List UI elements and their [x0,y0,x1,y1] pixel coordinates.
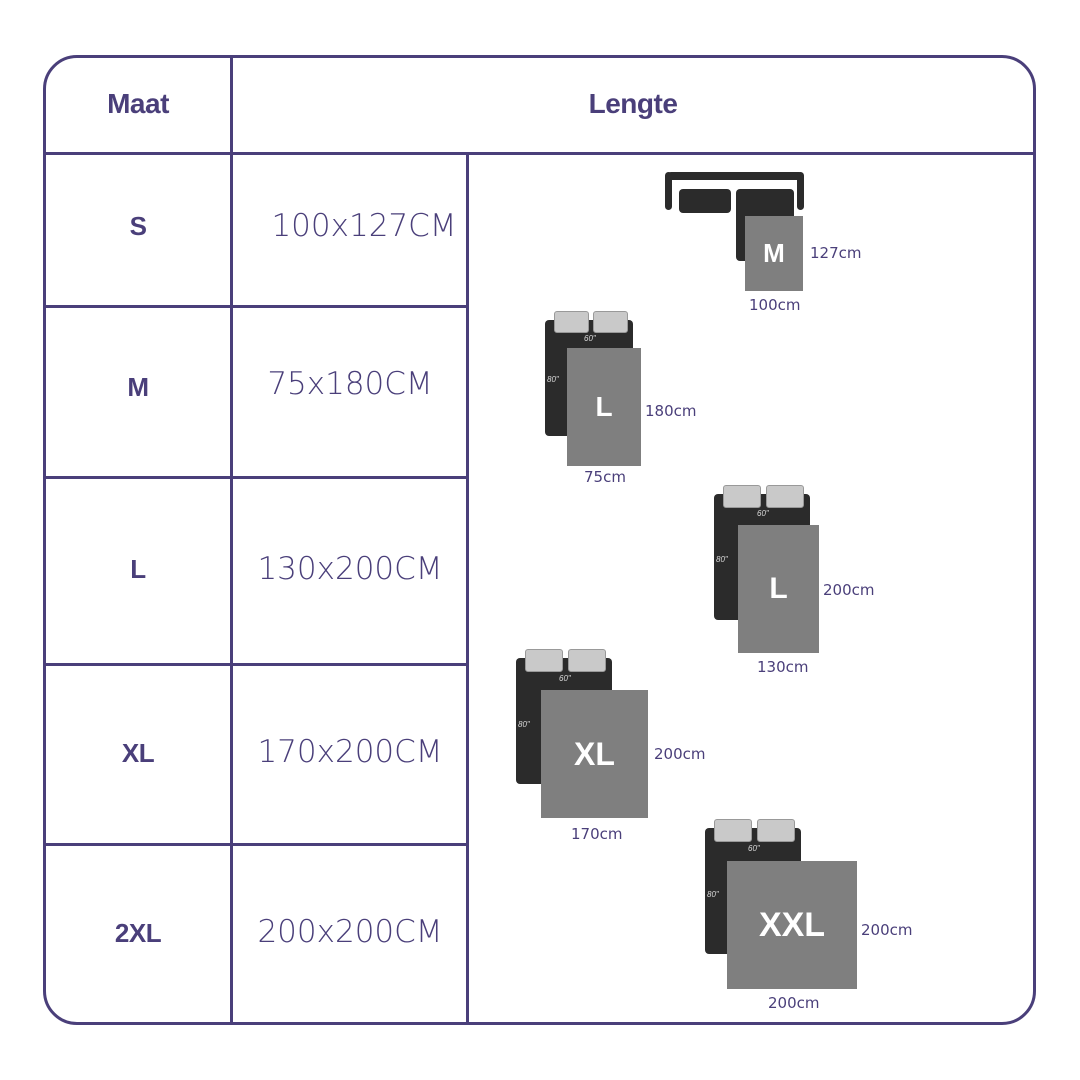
pillow-icon [757,819,795,842]
rug-l: L [738,525,819,653]
rug-l-small: L [567,348,641,466]
pillow-icon [714,819,752,842]
row-dims-xl: 170x200CM [257,734,443,770]
pillow-icon [593,311,628,333]
sofa-back-icon [667,172,803,180]
rug-l-length: 200cm [823,581,875,599]
row-divider-1 [46,305,469,308]
bed-width-label: 60" [584,334,596,343]
bed-width-label: 60" [757,509,769,518]
pillow-icon [568,649,606,672]
bed-length-label: 80" [547,375,559,384]
pillow-icon [525,649,563,672]
rug-l-width: 130cm [757,658,809,676]
rug-xxl-width: 200cm [768,994,820,1012]
rug-m-length: 127cm [810,244,862,262]
bed-length-label: 80" [518,720,530,729]
rug-xl: XL [541,690,648,818]
rug-xxl-length: 200cm [861,921,913,939]
size-chart-table: Maat Lengte S 100x127CM M 75x180CM L 130… [43,55,1036,1025]
pillow-icon [766,485,804,508]
row-size-l: L [130,554,146,584]
rug-l-small-length: 180cm [645,402,697,420]
row-dims-2xl: 200x200CM [257,914,443,950]
rug-xxl: XXL [727,861,857,989]
row-dims-s: 100x127CM [271,208,457,244]
row-size-xl: XL [121,738,155,768]
header-divider [46,152,1033,155]
row-divider-2 [46,476,469,479]
rug-m-width: 100cm [749,296,801,314]
col-divider-1 [230,58,233,1022]
rug-m: M [745,216,803,291]
pillow-icon [723,485,761,508]
row-dims-m: 75x180CM [267,366,433,402]
row-size-s: S [129,211,147,241]
bed-length-label: 80" [716,555,728,564]
bed-length-label: 80" [707,890,719,899]
header-size: Maat [107,88,169,119]
row-divider-3 [46,663,469,666]
bed-width-label: 60" [559,674,571,683]
row-size-m: M [127,372,149,402]
pillow-icon [554,311,589,333]
sofa-arm-left-icon [665,172,672,210]
header-length: Lengte [588,88,678,119]
row-size-2xl: 2XL [114,918,162,948]
rug-l-small-width: 75cm [584,468,626,486]
rug-xl-length: 200cm [654,745,706,763]
row-divider-4 [46,843,469,846]
rug-xl-width: 170cm [571,825,623,843]
sofa-arm-right-icon [797,172,804,210]
row-dims-l: 130x200CM [257,551,443,587]
col-divider-2 [466,152,469,1022]
sofa-seat-icon [679,189,731,213]
bed-width-label: 60" [748,844,760,853]
